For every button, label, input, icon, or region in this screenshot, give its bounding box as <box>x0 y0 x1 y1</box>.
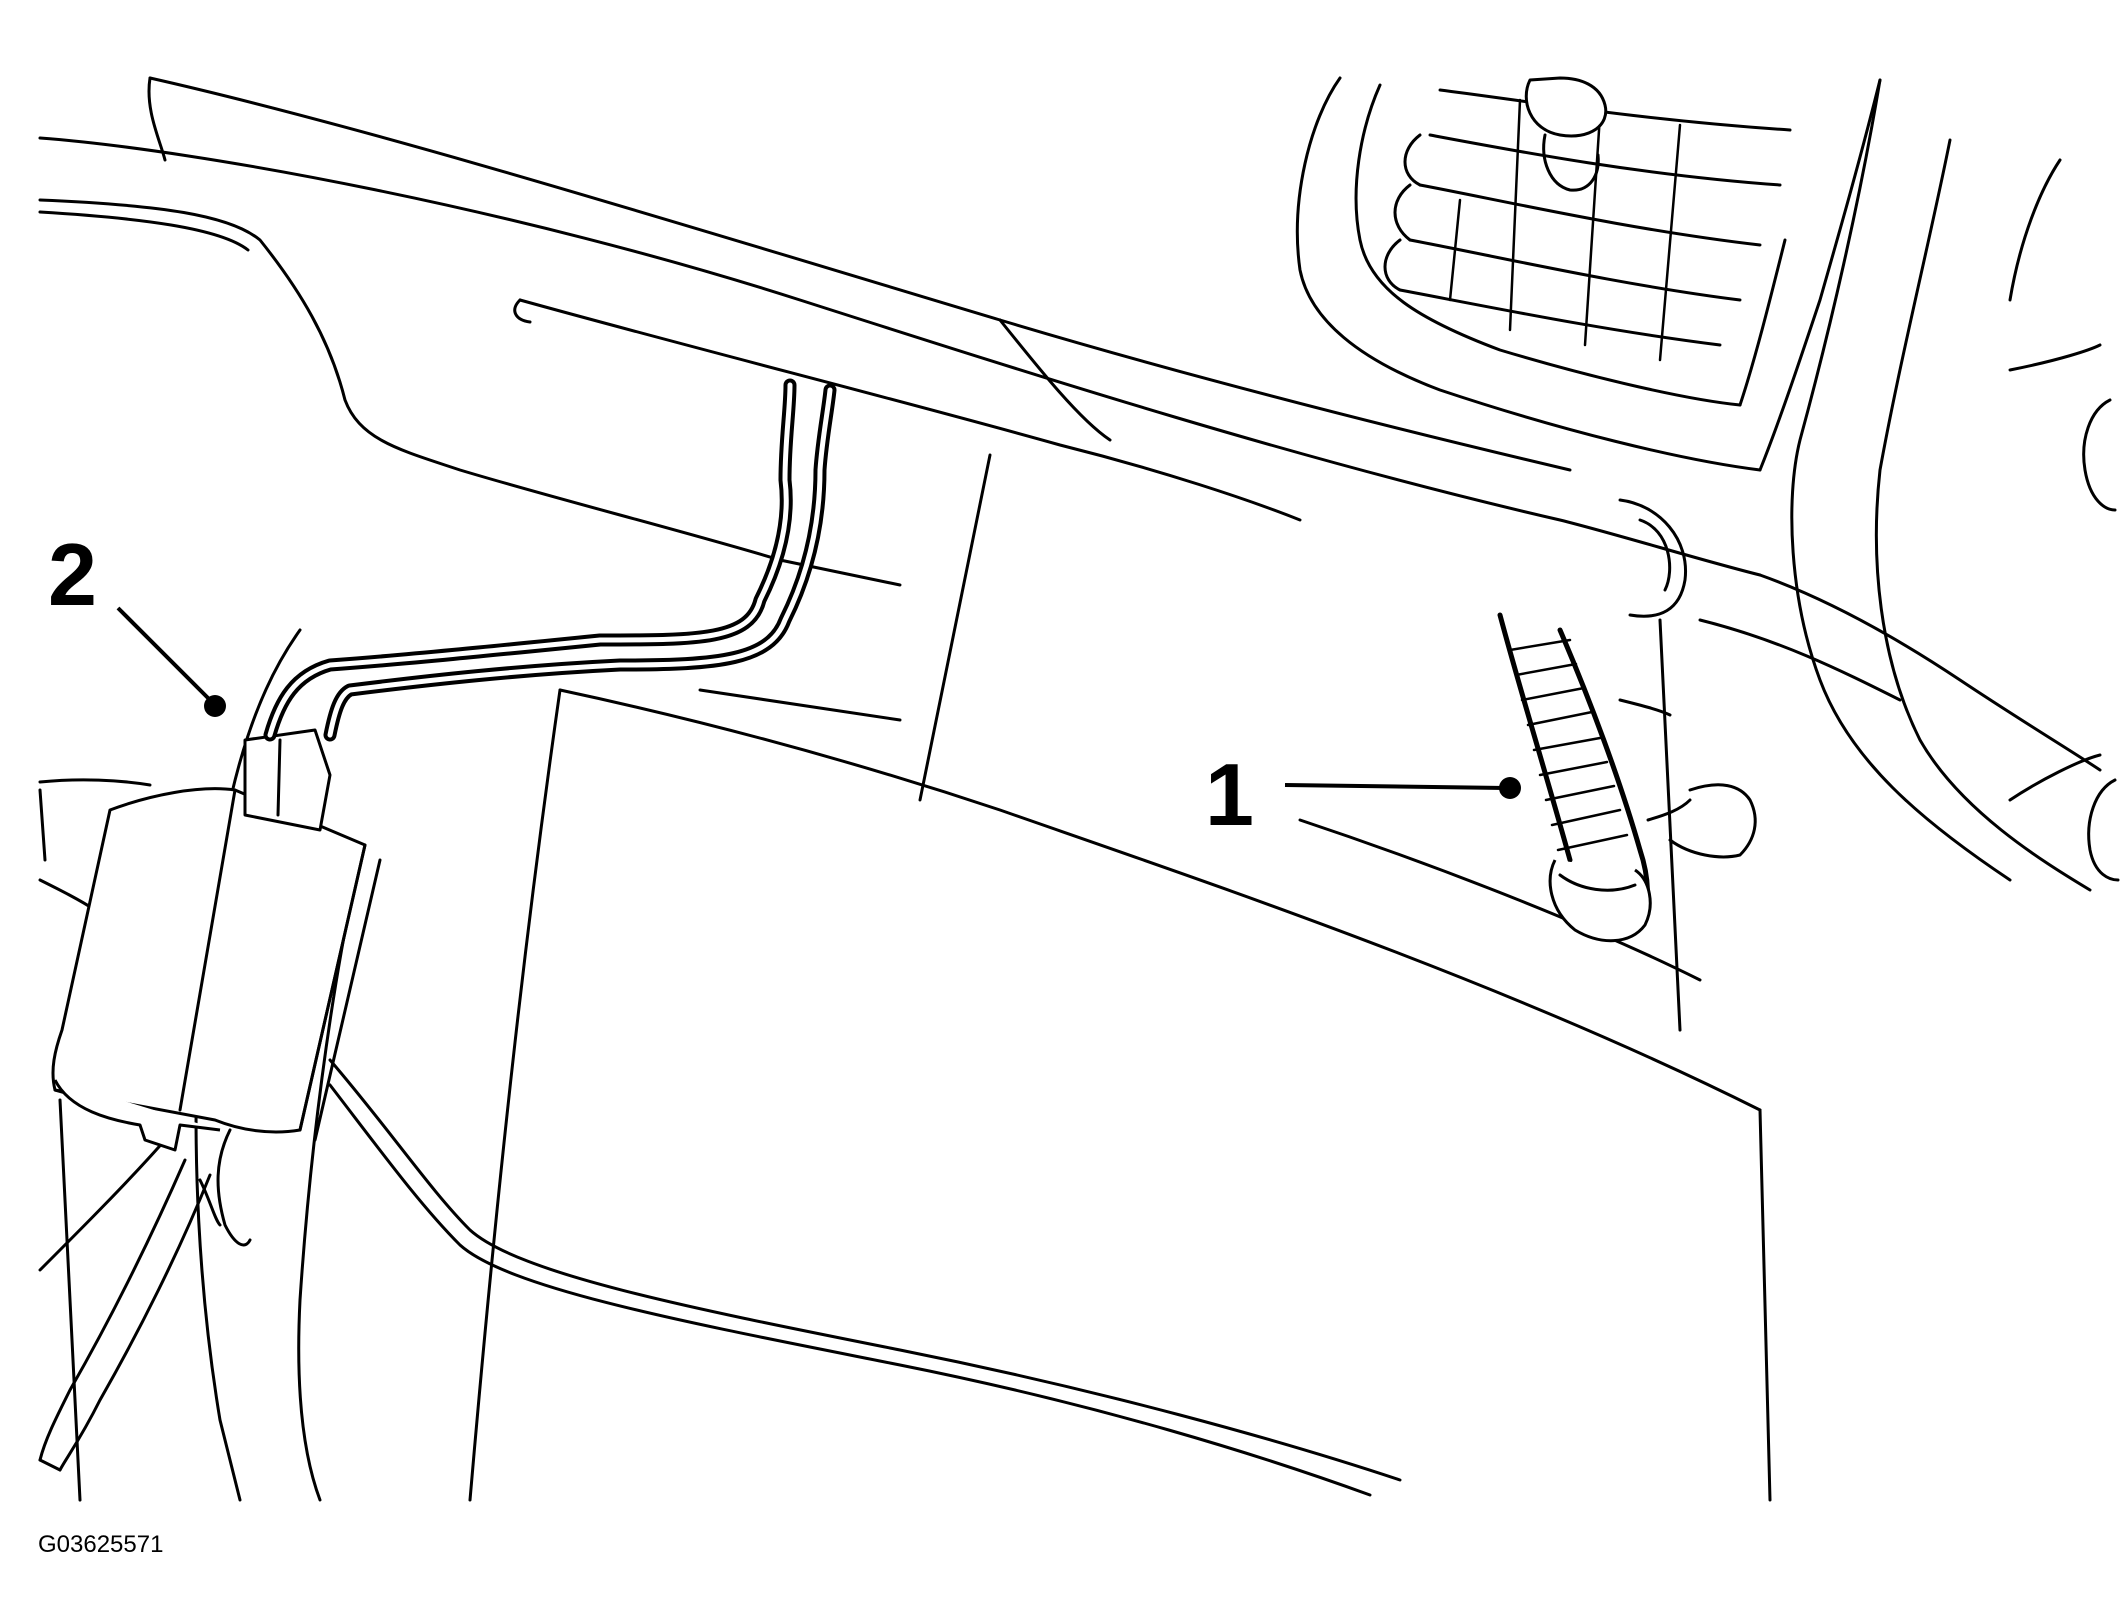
air-vent <box>1295 76 1882 472</box>
module-housing <box>328 688 1772 1502</box>
callout-2-dot <box>204 695 226 717</box>
callout-1: 1 <box>1205 745 1521 844</box>
callout-1-leader <box>1284 783 1506 790</box>
right-side-panel <box>1698 78 2120 892</box>
connector <box>51 728 382 1247</box>
corrugated-hose <box>1497 612 1757 943</box>
callout-2-leader <box>116 606 212 702</box>
callout-2: 2 <box>48 525 226 717</box>
dashboard-outline <box>38 76 1762 618</box>
center-console <box>698 453 1682 1032</box>
figure-id: G03625571 <box>38 1531 163 1558</box>
callout-1-label: 1 <box>1205 745 1254 844</box>
left-structure <box>38 628 357 1502</box>
callout-1-dot <box>1499 777 1521 799</box>
callout-2-label: 2 <box>48 525 97 624</box>
wiring-harness <box>263 378 837 742</box>
